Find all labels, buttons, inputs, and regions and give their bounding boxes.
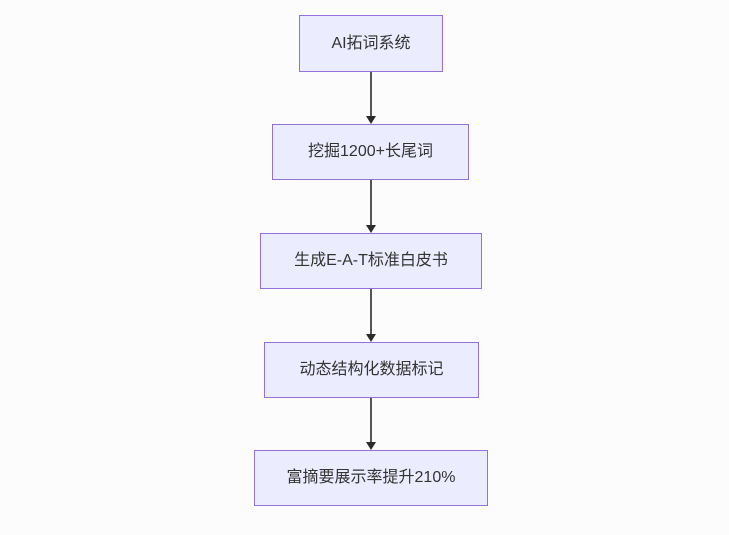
arrow-line [370, 289, 372, 335]
flowchart-node-structured-data: 动态结构化数据标记 [264, 342, 479, 398]
node-label: 富摘要展示率提升210% [286, 469, 456, 487]
arrowhead-icon [366, 116, 376, 124]
arrowhead-icon [366, 334, 376, 342]
arrow-down-icon [366, 289, 376, 342]
arrowhead-icon [366, 442, 376, 450]
flowchart-node-ai-system: AI拓词系统 [299, 15, 443, 72]
arrow-line [370, 72, 372, 117]
flowchart-node-longtail-keywords: 挖掘1200+长尾词 [272, 124, 469, 180]
node-label: 生成E-A-T标准白皮书 [294, 252, 448, 270]
node-label: AI拓词系统 [331, 34, 411, 52]
arrowhead-icon [366, 225, 376, 233]
arrow-down-icon [366, 398, 376, 450]
arrow-line [370, 398, 372, 443]
arrow-down-icon [366, 180, 376, 233]
node-label: 挖掘1200+长尾词 [308, 143, 433, 161]
arrow-line [370, 180, 372, 226]
flowchart-node-eat-whitepaper: 生成E-A-T标准白皮书 [260, 233, 482, 289]
flowchart-node-rich-snippet-rate: 富摘要展示率提升210% [254, 450, 488, 506]
node-label: 动态结构化数据标记 [299, 361, 444, 379]
arrow-down-icon [366, 72, 376, 124]
